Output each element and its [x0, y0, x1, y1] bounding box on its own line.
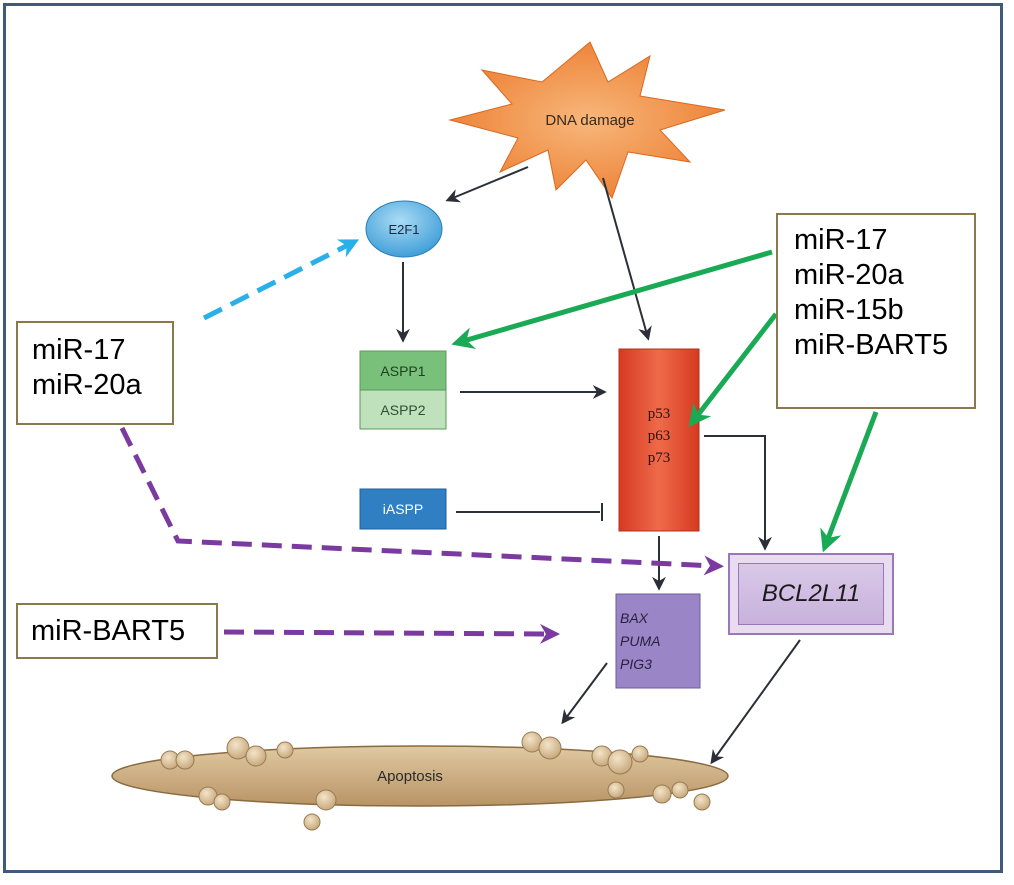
- blue-dashed-arrow-to-e2f1: [202, 239, 360, 321]
- arrow-dna-to-p53: [602, 177, 652, 341]
- aspp2-label: ASPP2: [380, 402, 425, 418]
- mirna-label: miR-17: [794, 224, 888, 256]
- black-arrows: [396, 166, 801, 765]
- bcl2l11-node: BCL2L11: [728, 553, 894, 635]
- mirna-label: miR-17: [32, 334, 126, 366]
- mirna-box-left: miR-17 miR-20a: [16, 321, 174, 425]
- pig3-label: PIG3: [620, 656, 652, 672]
- arrow-dna-to-e2f1: [445, 166, 529, 203]
- aspp1-label: ASPP1: [380, 363, 425, 379]
- dna-damage-label: DNA damage: [545, 112, 634, 129]
- bax-label: BAX: [620, 610, 649, 626]
- iaspp-node: iASPP: [359, 488, 447, 530]
- e2f1-label: E2F1: [388, 222, 419, 237]
- mirna-label: miR-20a: [794, 259, 904, 291]
- arrow-p53-to-bcl2l11: [704, 435, 772, 551]
- green-arrow-to-aspp: [451, 249, 773, 350]
- arrow-bcl2l11-to-apoptosis: [710, 639, 801, 765]
- green-arrows: [451, 249, 879, 553]
- bax-puma-pig3-node: BAX PUMA PIG3: [615, 593, 701, 689]
- apoptosis-node: Apoptosis: [111, 731, 729, 831]
- bcl2l11-label: BCL2L11: [738, 563, 884, 625]
- green-arrow-to-bcl2l11: [820, 411, 879, 553]
- aspp-node: ASPP1 ASPP2: [359, 350, 447, 430]
- p53-label: p53: [648, 406, 671, 422]
- apoptotic-blebs: [160, 731, 711, 831]
- p63-label: p63: [648, 428, 671, 444]
- e2f1-node: E2F1: [365, 200, 443, 258]
- p53-family-node: p53 p63 p73: [618, 348, 700, 532]
- mirna-label: miR-BART5: [31, 615, 186, 647]
- puma-label: PUMA: [620, 633, 660, 649]
- mirna-label: miR-15b: [794, 294, 904, 326]
- purple-arrow-to-bcl2l11: [119, 426, 724, 576]
- mirna-box-bart5: miR-BART5: [16, 603, 218, 659]
- green-arrow-to-p53: [688, 312, 778, 428]
- p73-label: p73: [648, 450, 671, 466]
- mirna-label: miR-BART5: [794, 329, 949, 361]
- mirna-label: miR-20a: [32, 369, 142, 401]
- purple-dashed-arrows: [119, 426, 724, 644]
- purple-arrow-to-bax: [223, 623, 560, 644]
- dna-damage-node: DNA damage: [448, 41, 726, 200]
- outer-frame: [3, 3, 1003, 873]
- arrow-bax-to-apoptosis: [561, 662, 608, 725]
- apoptosis-label: Apoptosis: [377, 768, 443, 785]
- iaspp-label: iASPP: [383, 501, 423, 517]
- mirna-box-right: miR-17 miR-20a miR-15b miR-BART5: [776, 213, 976, 409]
